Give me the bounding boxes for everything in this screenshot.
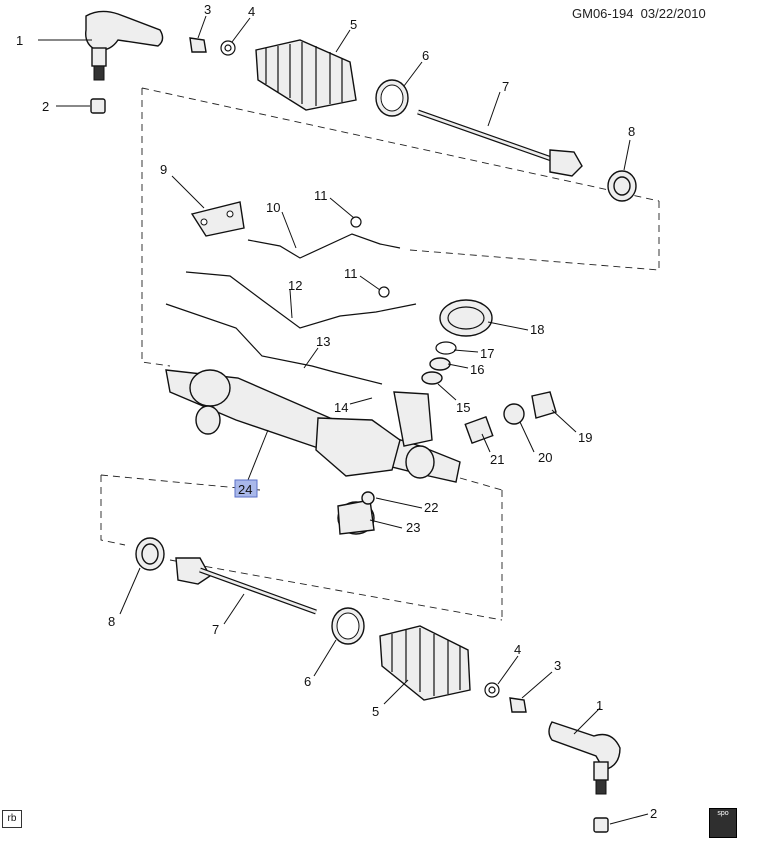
callout-7-top: 7 (502, 79, 509, 94)
callout-4-bottom: 4 (514, 642, 521, 657)
cover-18 (439, 299, 493, 337)
clamp-bottom-4 (484, 682, 500, 698)
callout-3-top: 3 (204, 2, 211, 17)
upper-frame-top (141, 87, 660, 202)
callout-20: 20 (538, 450, 552, 465)
callout-17: 17 (480, 346, 494, 361)
ring-17 (435, 341, 457, 355)
callout-2-top: 2 (42, 99, 49, 114)
bushing-bottom-8 (135, 537, 165, 571)
pipe-10 (247, 233, 401, 259)
callout-5-top: 5 (350, 17, 357, 32)
bracket-9 (190, 201, 245, 237)
callout-1-bottom: 1 (596, 698, 603, 713)
spo-label: spo (717, 810, 729, 817)
outer-tie-rod-end-bottom (548, 721, 621, 795)
pipe-13 (165, 303, 383, 385)
nut-22 (361, 491, 375, 505)
callout-22: 22 (424, 500, 438, 515)
boot-clamp-top-6 (375, 79, 409, 117)
plug-19 (531, 391, 557, 419)
callout-8-top: 8 (628, 124, 635, 139)
o-ring-11a (350, 216, 362, 228)
callout-8-bottom: 8 (108, 614, 115, 629)
lower-frame-top (100, 474, 261, 491)
rack-housing-24 (165, 369, 461, 483)
corner-tag: rb (2, 810, 22, 828)
lower-frame-bottom (169, 559, 503, 621)
callout-2-bottom: 2 (650, 806, 657, 821)
callout-19: 19 (578, 430, 592, 445)
upper-frame-inner (409, 249, 660, 271)
outer-tie-rod-end-top (85, 10, 164, 81)
o-ring-11b (378, 286, 390, 298)
lower-frame-right-top (459, 477, 503, 491)
callout-15: 15 (456, 400, 470, 415)
adjuster-21 (464, 415, 494, 445)
callout-4-top: 4 (248, 4, 255, 19)
callout-13: 13 (316, 334, 330, 349)
spo-icon: spo (709, 808, 737, 838)
drawing-date: 03/22/2010 (640, 6, 706, 21)
seal-16 (429, 357, 451, 371)
callout-24: 24 (238, 482, 252, 497)
lower-frame (100, 475, 126, 546)
callout-12: 12 (288, 278, 302, 293)
callout-11a: 11 (314, 188, 328, 203)
callout-16: 16 (470, 362, 484, 377)
callout-7-bottom: 7 (212, 622, 219, 637)
drawing-header: GM06-194 03/22/2010 (572, 6, 706, 21)
boot-clamp-bottom-6 (331, 607, 365, 645)
callout-11b: 11 (344, 266, 358, 281)
boot-top-5 (255, 39, 357, 111)
callout-6-bottom: 6 (304, 674, 311, 689)
inner-tie-rod-bottom-7 (175, 557, 317, 615)
drawing-id: GM06-194 (572, 6, 634, 21)
upper-frame (141, 88, 171, 367)
jam-nut-top-3 (189, 37, 207, 53)
pipe-12 (185, 271, 417, 329)
jam-nut-bottom-3 (509, 697, 527, 713)
leader-lines (38, 15, 649, 825)
callout-3-bottom: 3 (554, 658, 561, 673)
callout-14: 14 (334, 400, 348, 415)
callout-10: 10 (266, 200, 280, 215)
clamp-top-4 (220, 40, 236, 56)
bearing-15 (421, 371, 443, 385)
callout-23: 23 (406, 520, 420, 535)
callout-18: 18 (530, 322, 544, 337)
callout-6-top: 6 (422, 48, 429, 63)
nut-top-2 (90, 98, 106, 114)
callout-5-bottom: 5 (372, 704, 379, 719)
callout-21: 21 (490, 452, 504, 467)
callout-24-highlight (234, 479, 258, 498)
callout-1-top: 1 (16, 33, 23, 48)
nut-bottom-2 (593, 817, 609, 833)
bushing-top-8 (607, 170, 637, 202)
spring-20 (503, 403, 525, 425)
inner-tie-rod-top-7 (417, 109, 583, 177)
boot-bottom-5 (379, 625, 471, 701)
cap-23 (337, 499, 375, 535)
callout-9: 9 (160, 162, 167, 177)
